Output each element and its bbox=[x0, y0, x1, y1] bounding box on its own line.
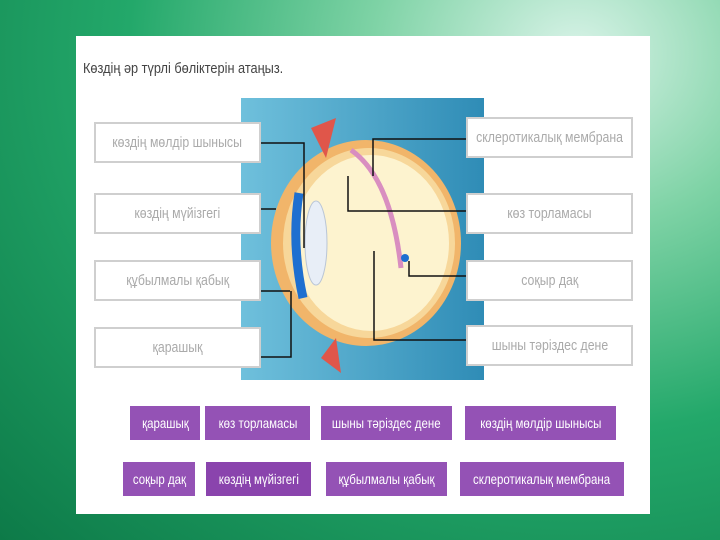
chip-label: қарашық bbox=[141, 415, 189, 431]
chip-label: көздің мүйізгегі bbox=[218, 471, 299, 487]
drop-box-right-1[interactable]: склеротикалық мембрана bbox=[466, 117, 633, 158]
answer-chip[interactable]: көздің мүйізгегі bbox=[206, 462, 311, 496]
drop-box-right-2[interactable]: көз торламасы bbox=[466, 193, 633, 234]
drop-box-right-3[interactable]: соқыр дақ bbox=[466, 260, 633, 301]
answer-chip[interactable]: шыны тәріздес дене bbox=[321, 406, 452, 440]
question-title: Көздің әр түрлі бөліктерін атаңыз. bbox=[83, 60, 284, 77]
box-label: көздің мүйізгегі bbox=[134, 205, 221, 222]
answer-chip[interactable]: склеротикалық мембрана bbox=[460, 462, 624, 496]
box-label: склеротикалық мембрана bbox=[476, 129, 623, 146]
chip-label: соқыр дақ bbox=[132, 471, 186, 487]
box-label: шыны тәріздес дене bbox=[491, 337, 608, 354]
exercise-panel: Көздің әр түрлі бөліктерін атаңыз. көзді… bbox=[76, 36, 650, 514]
box-label: құбылмалы қабық bbox=[126, 272, 229, 289]
drop-box-right-4[interactable]: шыны тәріздес дене bbox=[466, 325, 633, 366]
drop-box-left-1[interactable]: көздің мөлдір шынысы bbox=[94, 122, 261, 163]
answer-chip[interactable]: көз торламасы bbox=[205, 406, 310, 440]
answer-chip[interactable]: көздің мөлдір шынысы bbox=[465, 406, 616, 440]
answer-chip[interactable]: соқыр дақ bbox=[123, 462, 195, 496]
box-label: көздің мөлдір шынысы bbox=[112, 134, 243, 151]
chip-label: склеротикалық мембрана bbox=[473, 471, 611, 487]
eye-diagram bbox=[241, 98, 484, 380]
chip-label: көздің мөлдір шынысы bbox=[479, 415, 602, 431]
answer-chip[interactable]: қарашық bbox=[130, 406, 200, 440]
answer-chip[interactable]: құбылмалы қабық bbox=[326, 462, 447, 496]
chip-label: көз торламасы bbox=[218, 415, 297, 431]
box-label: соқыр дақ bbox=[520, 272, 579, 289]
drop-box-left-2[interactable]: көздің мүйізгегі bbox=[94, 193, 261, 234]
drop-box-left-3[interactable]: құбылмалы қабық bbox=[94, 260, 261, 301]
box-label: көз торламасы bbox=[507, 205, 592, 222]
drop-box-left-4[interactable]: қарашық bbox=[94, 327, 261, 368]
chip-label: шыны тәріздес дене bbox=[332, 415, 441, 431]
chip-label: құбылмалы қабық bbox=[338, 471, 435, 487]
box-label: қарашық bbox=[152, 339, 203, 356]
